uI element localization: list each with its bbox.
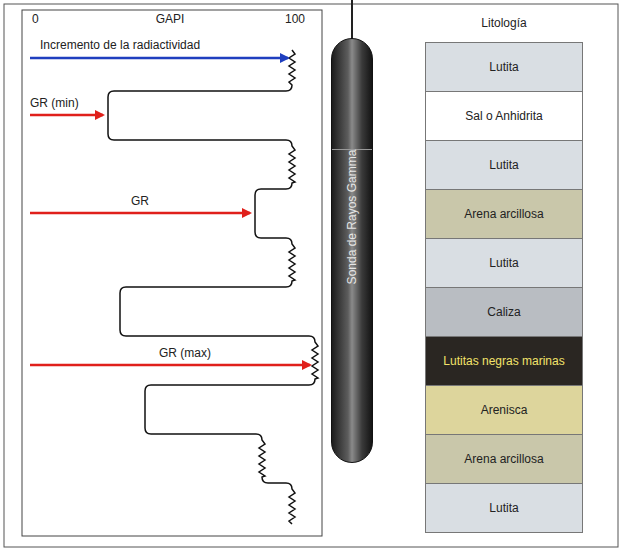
band-label: Lutita <box>485 256 522 270</box>
radioactivity-arrow <box>30 57 288 60</box>
lithology-band: Caliza <box>425 287 583 337</box>
band-label: Lutita <box>485 158 522 172</box>
gr-max-arrow <box>30 364 310 367</box>
lithology-band: Lutita <box>425 483 583 533</box>
arrow-label: GR (min) <box>30 96 79 110</box>
band-label: Lutitas negras marinas <box>439 354 568 368</box>
lithology-band: Lutita <box>425 140 583 190</box>
band-label: Caliza <box>483 305 524 319</box>
probe-cable <box>351 0 353 40</box>
band-label: Arenisca <box>477 403 532 417</box>
lithology-band: Lutita <box>425 238 583 288</box>
band-label: Sal o Anhidrita <box>461 109 546 123</box>
lithology-column: LitologíaLutitaSal o AnhidritaLutitaAren… <box>425 12 583 534</box>
lithology-band: Arena arcillosa <box>425 189 583 239</box>
log-panel <box>22 10 322 536</box>
outer-frame <box>4 4 618 547</box>
band-label: Arena arcillosa <box>460 207 547 221</box>
lithology-band: Sal o Anhidrita <box>425 91 583 141</box>
lithology-band: Lutita <box>425 42 583 92</box>
axis-label: 0 <box>32 12 39 26</box>
arrow-label: GR (max) <box>159 346 211 360</box>
axis-label: GAPI <box>156 12 185 26</box>
gr-min-arrow <box>30 114 103 117</box>
band-label: Lutita <box>485 501 522 515</box>
band-label: Arena arcillosa <box>460 452 547 466</box>
probe-label: Sonda de Rayos Gamma <box>345 149 359 284</box>
column-heading: Litología <box>425 12 583 34</box>
lithology-band: Arena arcillosa <box>425 434 583 484</box>
arrow-label: Incremento de la radiactividad <box>40 38 200 52</box>
lithology-band: Arenisca <box>425 385 583 435</box>
gamma-probe: Sonda de Rayos Gamma <box>331 38 373 463</box>
gamma-curve <box>108 50 318 524</box>
lithology-band: Lutitas negras marinas <box>425 336 583 386</box>
arrow-label: GR <box>131 194 149 208</box>
axis-label: 100 <box>285 12 305 26</box>
gr-arrow <box>30 212 250 215</box>
band-label: Lutita <box>485 60 522 74</box>
